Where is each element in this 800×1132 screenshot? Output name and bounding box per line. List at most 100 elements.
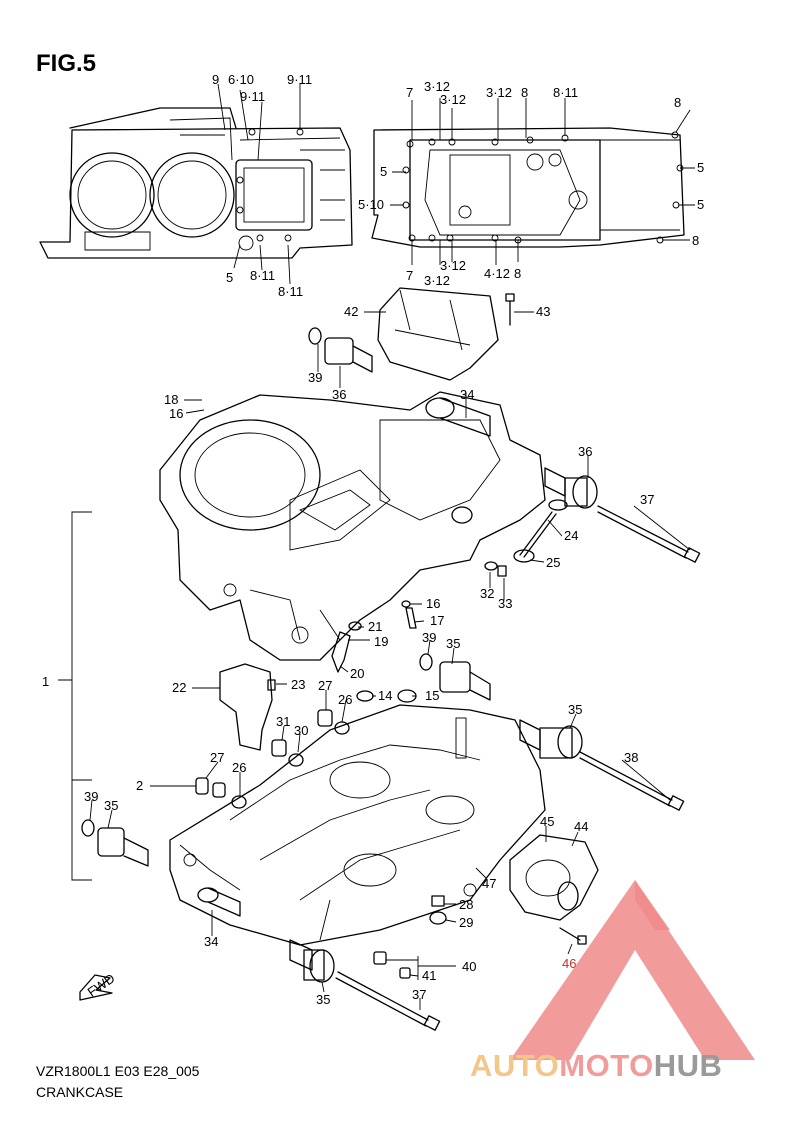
callout: 29	[459, 915, 473, 930]
bearing-35-center	[419, 653, 491, 701]
leader-lines	[89, 83, 695, 1010]
callout: 40	[462, 959, 476, 974]
callout: 28	[459, 897, 473, 912]
bearing-35-left	[81, 819, 149, 867]
callout: 8	[674, 95, 681, 110]
callout: 36	[578, 444, 592, 459]
callout: 44	[574, 819, 588, 834]
fitting-40-41	[373, 951, 411, 979]
callout: 32	[480, 586, 494, 601]
bracket-22	[219, 663, 276, 751]
callout: 26	[232, 760, 246, 775]
callout: 6·10	[228, 72, 254, 87]
pin-34-bottom	[197, 887, 241, 917]
bearing-35-bottom	[289, 939, 335, 983]
cover-44-45	[509, 834, 599, 921]
watermark-triangle-icon	[510, 880, 755, 1060]
callout: 35	[568, 702, 582, 717]
callout: 16	[426, 596, 440, 611]
callout: 34	[460, 387, 474, 402]
callout: 8·11	[250, 268, 275, 283]
callout: 3·12	[424, 273, 450, 288]
callout: 8·11	[553, 85, 578, 100]
callout: 41	[422, 968, 436, 983]
callout: 5·10	[358, 197, 384, 212]
callout: 3·12	[486, 85, 512, 100]
callout: 4·12	[484, 266, 510, 281]
bolt-37-bottom	[335, 971, 441, 1031]
bearing-35-right	[519, 719, 583, 759]
callout: 21	[368, 619, 382, 634]
callout: 18	[164, 392, 178, 407]
callout: 47	[482, 876, 496, 891]
callout: 7	[406, 268, 413, 283]
callout: 2	[136, 778, 143, 793]
callout: 36	[332, 387, 346, 402]
callout: 37	[412, 987, 426, 1002]
callout: 23	[291, 677, 305, 692]
callout: 8·11	[278, 284, 303, 299]
callout: 16	[169, 406, 183, 421]
watermark-word-auto: AUTO	[470, 1048, 560, 1083]
callout: 17	[430, 613, 444, 628]
callout: 22	[172, 680, 186, 695]
callout: 43	[536, 304, 550, 319]
watermark-logo	[510, 880, 755, 1060]
bolt-37-top	[597, 505, 701, 563]
callout: 5	[697, 160, 704, 175]
callout-labels: 9 6·10 9·11 9·11 5 8·11 8·11 7 3·12 3·12…	[42, 72, 704, 1007]
callout: 45	[540, 814, 554, 829]
callout: 37	[640, 492, 654, 507]
callout: 20	[350, 666, 364, 681]
crankcase-top-right-view	[371, 127, 685, 248]
oring-14	[356, 690, 374, 702]
callout: 3·12	[440, 258, 466, 273]
watermark-text: AUTOMOTOHUB	[470, 1048, 722, 1084]
callout: 39	[84, 789, 98, 804]
assembly-bracket-1	[58, 511, 92, 881]
callout: 9·11	[240, 89, 265, 104]
callout: 27	[210, 750, 224, 765]
bearing-36-top	[308, 327, 373, 373]
callout: 35	[446, 636, 460, 651]
model-code: VZR1800L1 E03 E28_005	[36, 1063, 200, 1079]
bolt-43	[505, 293, 515, 326]
callout: 8	[521, 85, 528, 100]
callout: 24	[564, 528, 578, 543]
callout: 26	[338, 692, 352, 707]
callout: 39	[308, 370, 322, 385]
bolt-46	[559, 927, 587, 945]
watermark-word-moto: MOTO	[559, 1048, 654, 1083]
fwd-arrow-icon: FWD	[79, 970, 118, 1001]
cover-42	[377, 287, 499, 381]
callout: 33	[498, 596, 512, 611]
callout: 3·12	[440, 92, 466, 107]
callout: 39	[422, 630, 436, 645]
dipstick-24	[513, 499, 568, 563]
callout: 30	[294, 723, 308, 738]
upper-crankcase	[159, 391, 546, 661]
plug-28-29	[429, 895, 447, 925]
callout: 34	[204, 934, 218, 949]
callout: 25	[546, 555, 560, 570]
watermark-word-hub: HUB	[653, 1048, 723, 1083]
callout: 42	[344, 304, 358, 319]
callout: 14	[378, 688, 392, 703]
callout: 27	[318, 678, 332, 693]
lower-crankcase	[169, 704, 546, 946]
callout: 5	[226, 270, 233, 285]
bolt-38	[579, 751, 685, 811]
bearing-36-right	[544, 467, 598, 509]
callout: 31	[276, 714, 290, 729]
callout: 46	[562, 956, 576, 971]
callout: 1	[42, 674, 49, 689]
callout: 19	[374, 634, 388, 649]
bolt-32-33	[484, 561, 507, 577]
callout: 5	[697, 197, 704, 212]
callout: 8	[514, 266, 521, 281]
callout: 38	[624, 750, 638, 765]
callout: 7	[406, 85, 413, 100]
callout: 3·12	[424, 79, 450, 94]
callout: 9·11	[287, 72, 312, 87]
callout: 8	[692, 233, 699, 248]
